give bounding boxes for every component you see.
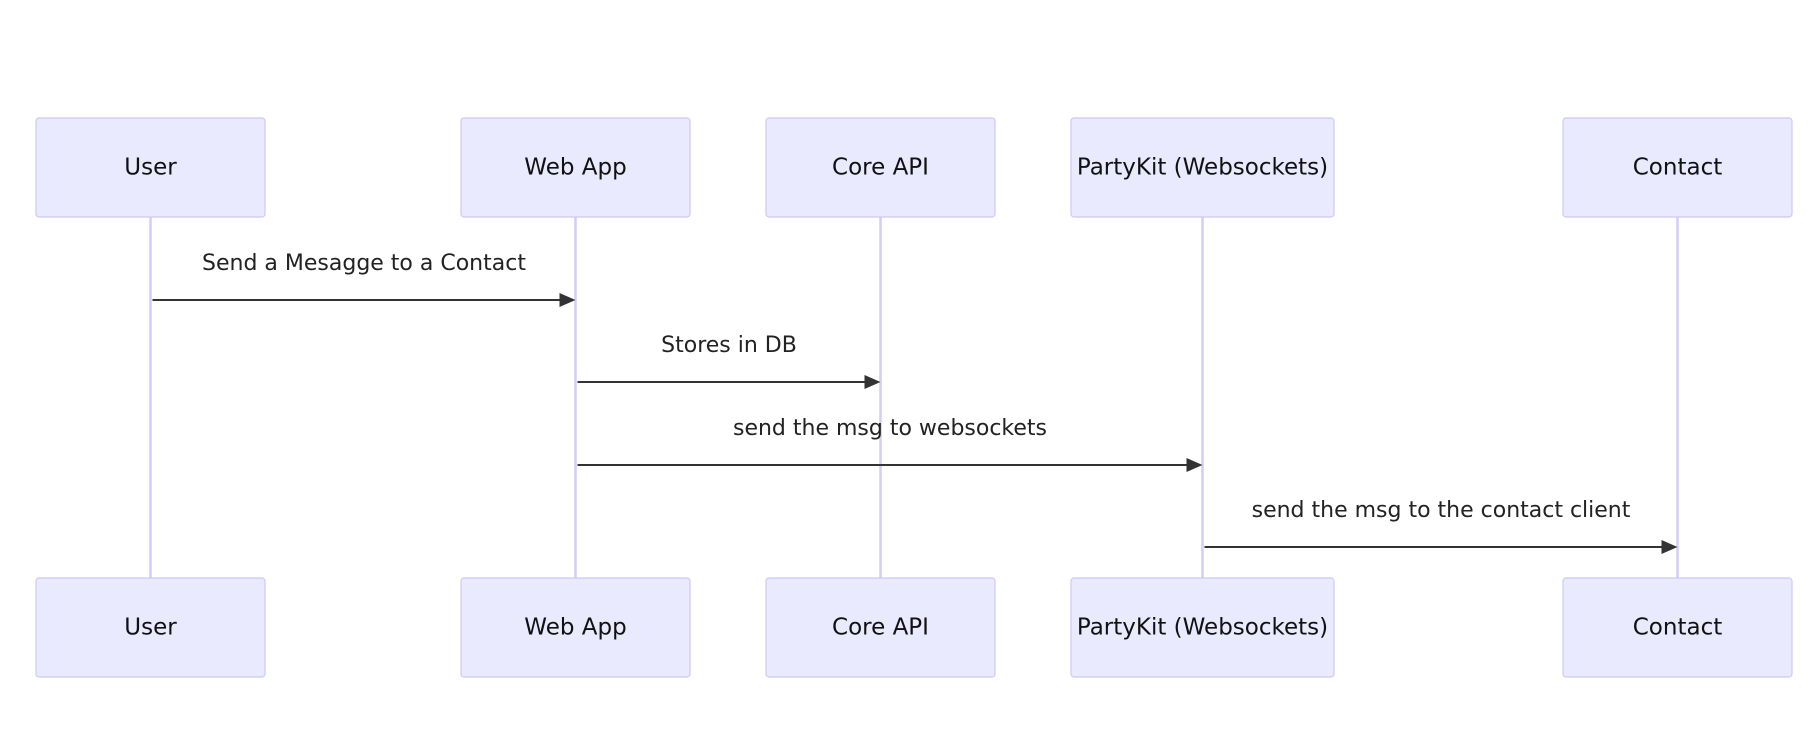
actor-bottom-party: PartyKit (Websockets) <box>1070 577 1335 678</box>
actor-label: Web App <box>524 155 626 181</box>
actor-top-web: Web App <box>460 117 691 218</box>
actor-box <box>460 577 691 678</box>
actor-box <box>765 117 996 218</box>
message-1: Send a Mesagge to a Contact <box>152 251 576 307</box>
actor-box <box>765 577 996 678</box>
message-label: send the msg to websockets <box>733 416 1047 441</box>
actor-bottom-user: User <box>35 577 266 678</box>
actor-top-party: PartyKit (Websockets) <box>1070 117 1335 218</box>
lifelines <box>149 217 1679 578</box>
message-label: Stores in DB <box>661 333 797 358</box>
actor-box <box>35 577 266 678</box>
actor-label: Core API <box>832 155 929 181</box>
actor-box <box>1070 577 1335 678</box>
actor-label: Contact <box>1633 615 1722 641</box>
actor-label: PartyKit (Websockets) <box>1077 615 1328 641</box>
actor-box <box>460 117 691 218</box>
arrowhead-icon <box>559 293 576 307</box>
actors-top: User Web App Core API PartyKit (Websockets)… <box>35 117 1793 218</box>
actor-bottom-contact: Contact <box>1562 577 1793 678</box>
actor-label: Core API <box>832 615 929 641</box>
actor-label: Contact <box>1633 155 1722 181</box>
arrowhead-icon <box>1186 458 1203 472</box>
actor-label: User <box>124 615 177 641</box>
actor-top-core: Core API <box>765 117 996 218</box>
actor-box <box>1562 117 1793 218</box>
actor-bottom-core: Core API <box>765 577 996 678</box>
actor-label: User <box>124 155 177 181</box>
actor-top-contact: Contact <box>1562 117 1793 218</box>
actor-label: Web App <box>524 615 626 641</box>
arrowhead-icon <box>864 375 881 389</box>
message-label: send the msg to the contact client <box>1252 498 1631 523</box>
actor-box <box>1562 577 1793 678</box>
message-3: send the msg to websockets <box>577 416 1203 472</box>
actors-bottom: User Web App Core API PartyKit (Websockets)… <box>35 577 1793 678</box>
message-4: send the msg to the contact client <box>1204 498 1678 554</box>
message-label: Send a Mesagge to a Contact <box>202 251 526 276</box>
actor-label: PartyKit (Websockets) <box>1077 155 1328 181</box>
actor-box <box>1070 117 1335 218</box>
arrowhead-icon <box>1661 540 1678 554</box>
message-2: Stores in DB <box>577 333 881 389</box>
actor-top-user: User <box>35 117 266 218</box>
actor-box <box>35 117 266 218</box>
actor-bottom-web: Web App <box>460 577 691 678</box>
